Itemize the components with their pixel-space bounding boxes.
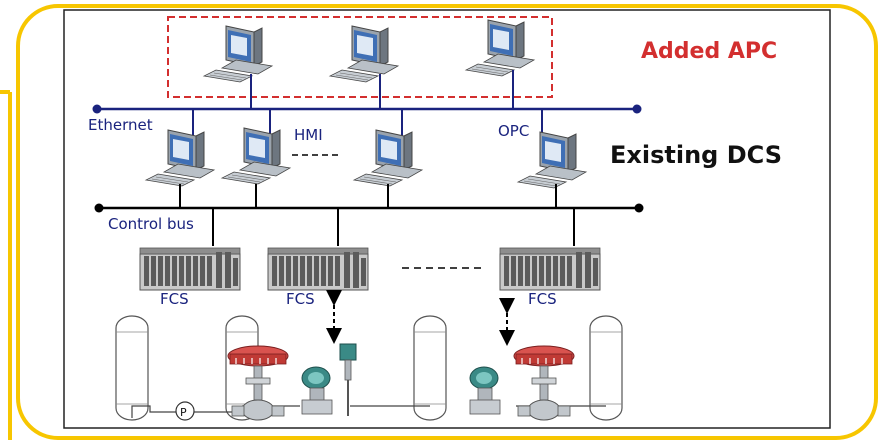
ethernet-endpoint-right: [632, 104, 642, 114]
left-bracket: [0, 90, 12, 440]
fcs-rack-icon-1: [139, 247, 241, 291]
vessel-icon-3: [413, 315, 447, 421]
pump-icon: [175, 401, 195, 421]
pump-label: P: [180, 406, 187, 419]
opc-label: OPC: [498, 122, 529, 140]
fcs-rack-icon-2: [267, 247, 369, 291]
control-bus-label: Control bus: [108, 215, 194, 233]
fcs-rack-icon-3: [499, 247, 601, 291]
ethernet-label: Ethernet: [88, 116, 153, 134]
temperature-probe-icon: [339, 343, 357, 416]
ethernet-endpoint-left: [92, 104, 102, 114]
existing-dcs-label: Existing DCS: [610, 141, 782, 169]
added-apc-label: Added APC: [641, 39, 777, 64]
fcs-label-1: FCS: [160, 290, 189, 308]
fcs-label-2: FCS: [286, 290, 315, 308]
control-bus-endpoint-left: [94, 203, 104, 213]
apc-dashed-box: [167, 16, 553, 98]
vessel-icon-4: [589, 315, 623, 421]
fcs-label-3: FCS: [528, 290, 557, 308]
diagram-panel: [63, 9, 831, 429]
control-bus-endpoint-right: [634, 203, 644, 213]
vessel-icon-1: [115, 315, 149, 421]
hmi-label: HMI: [294, 126, 323, 144]
